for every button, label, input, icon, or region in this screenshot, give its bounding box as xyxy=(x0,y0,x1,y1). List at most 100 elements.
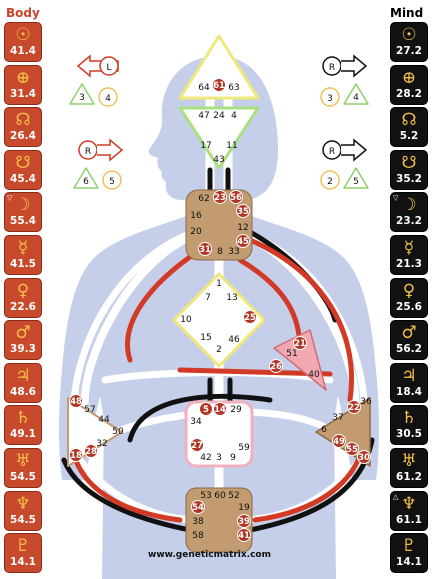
planet-symbol-icon: ♃ xyxy=(15,365,31,386)
gate-throat-6: 20 xyxy=(190,227,202,237)
planet-symbol-icon: ♅ xyxy=(401,451,417,471)
mind-planet-1[interactable]: ⊕28.2 xyxy=(390,64,428,105)
body-planet-10[interactable]: ♅54.5 xyxy=(4,448,42,488)
planet-gate-value: 48.6 xyxy=(10,385,36,398)
gate-solar-1: 22 xyxy=(348,403,360,413)
mind-planet-12[interactable]: ♇14.1 xyxy=(390,533,428,574)
gate-sacral-2: 29 xyxy=(230,405,242,415)
arrow-top-left-b: 4 xyxy=(105,94,111,104)
body-planet-0[interactable]: ☉41.4 xyxy=(4,22,42,62)
gate-ajna-0: 47 xyxy=(198,111,209,121)
gate-badge xyxy=(347,400,361,414)
mind-planet-3[interactable]: ☋35.2 xyxy=(390,149,428,190)
gate-throat-8: 45 xyxy=(237,237,249,247)
mind-planet-5[interactable]: ☿21.3 xyxy=(390,235,428,275)
gate-badge xyxy=(191,500,205,514)
planet-symbol-icon: ☋ xyxy=(401,152,417,173)
gate-sacral-5: 59 xyxy=(238,443,250,453)
gate-g-5: 15 xyxy=(200,333,211,343)
planet-gate-value: 26.4 xyxy=(10,130,36,143)
arrow-bottom-right-a: 2 xyxy=(327,177,333,187)
center-head xyxy=(178,34,260,100)
body-column-title: Body xyxy=(6,6,40,20)
planet-symbol-icon: ♀ xyxy=(402,280,416,301)
gate-g-6: 2 xyxy=(216,345,222,355)
arrow-top-right-a: 3 xyxy=(327,94,333,104)
gate-sacral-3: 34 xyxy=(190,417,202,427)
body-planet-5[interactable]: ☿41.5 xyxy=(4,235,42,275)
website-url[interactable]: www.geneticmatrix.com xyxy=(148,550,271,560)
gate-heart-2: 26 xyxy=(270,362,282,372)
gate-badge xyxy=(236,204,250,218)
arrow-top-left: L 3 4 xyxy=(69,54,119,107)
body-planet-12[interactable]: ♇14.1 xyxy=(4,533,42,574)
gate-g-0: 1 xyxy=(216,279,222,289)
planet-symbol-icon: ♅ xyxy=(15,451,31,471)
body-planet-4[interactable]: ▽☽55.4 xyxy=(4,192,42,233)
gate-root-4: 19 xyxy=(238,503,250,513)
planet-symbol-icon: ⊕ xyxy=(401,67,417,88)
body-planet-9[interactable]: ♄49.1 xyxy=(4,405,42,446)
planet-symbol-icon: ♀ xyxy=(16,280,30,301)
center-ajna xyxy=(178,106,260,170)
gate-throat-0: 43 xyxy=(213,155,224,165)
gate-badge xyxy=(190,438,204,452)
gate-heart-3: 40 xyxy=(308,370,320,380)
planet-symbol-icon: ♇ xyxy=(15,536,31,557)
mind-planet-8[interactable]: ♃18.4 xyxy=(390,362,428,403)
planet-gate-value: 55.4 xyxy=(10,215,36,228)
gate-badge xyxy=(69,448,83,462)
body-planet-2[interactable]: ☊26.4 xyxy=(4,107,42,148)
arrow-bottom-right-letter: R xyxy=(329,147,335,157)
arrow-bottom-left-letter: R xyxy=(85,147,91,157)
planet-gate-value: 27.2 xyxy=(396,45,422,57)
gate-throat-2: 23 xyxy=(214,193,226,203)
body-planet-1[interactable]: ⊕31.4 xyxy=(4,64,42,105)
center-heart xyxy=(273,329,327,391)
body-planet-7[interactable]: ♂39.3 xyxy=(4,320,42,361)
gate-badge xyxy=(236,234,250,248)
arrow-top-left-a: 3 xyxy=(79,93,85,103)
gate-ajna-3: 17 xyxy=(200,141,211,151)
planet-marker: ▽ xyxy=(7,194,13,203)
planet-gate-value: 14.1 xyxy=(10,556,36,569)
gate-sacral-0: 5 xyxy=(203,405,209,415)
planet-gate-value: 22.6 xyxy=(10,300,36,313)
planet-gate-value: 61.1 xyxy=(396,513,422,526)
body-planet-8[interactable]: ♃48.6 xyxy=(4,362,42,403)
gate-spleen-6: 28 xyxy=(85,447,97,457)
mind-planet-6[interactable]: ♀25.6 xyxy=(390,277,428,318)
mind-planet-2[interactable]: ☊5.2 xyxy=(390,107,428,148)
gate-badge xyxy=(213,190,227,204)
planet-symbol-icon: ♃ xyxy=(401,365,417,386)
gate-throat-3: 56 xyxy=(230,193,242,203)
gate-spleen-2: 44 xyxy=(98,415,110,425)
mind-planet-9[interactable]: ♄30.5 xyxy=(390,405,428,446)
mind-planet-7[interactable]: ♂56.2 xyxy=(390,320,428,361)
mind-planet-10[interactable]: ♅61.2 xyxy=(390,448,428,488)
gate-ajna-2: 4 xyxy=(231,111,237,121)
body-planet-6[interactable]: ♀22.6 xyxy=(4,277,42,318)
gate-badge xyxy=(357,450,371,464)
mind-planet-0[interactable]: ☉27.2 xyxy=(390,22,428,62)
gate-badge xyxy=(212,78,226,92)
planet-symbol-icon: ☋ xyxy=(15,152,31,173)
planet-symbol-icon: ☽ xyxy=(401,195,417,216)
gate-root-1: 60 xyxy=(214,491,226,501)
planet-symbol-icon: ♆ xyxy=(401,493,417,514)
mind-planet-4[interactable]: ▽☽23.2 xyxy=(390,192,428,233)
gate-sacral-6: 42 xyxy=(200,453,211,463)
body-planet-3[interactable]: ☋45.4 xyxy=(4,149,42,190)
planet-symbol-icon: ♇ xyxy=(401,536,417,557)
mind-planet-11[interactable]: △♆61.1 xyxy=(390,490,428,531)
planet-gate-value: 54.5 xyxy=(10,471,36,483)
arrow-bottom-right-b: 5 xyxy=(353,177,359,187)
gate-badge xyxy=(69,394,83,408)
planet-symbol-icon: ♂ xyxy=(15,323,31,344)
planet-marker: ▽ xyxy=(393,194,399,203)
body-planet-11[interactable]: ♆54.5 xyxy=(4,490,42,531)
arrow-bottom-right: R 2 5 xyxy=(320,138,369,190)
gate-root-3: 54 xyxy=(192,503,204,513)
arrow-bottom-left-a: 6 xyxy=(83,177,89,187)
